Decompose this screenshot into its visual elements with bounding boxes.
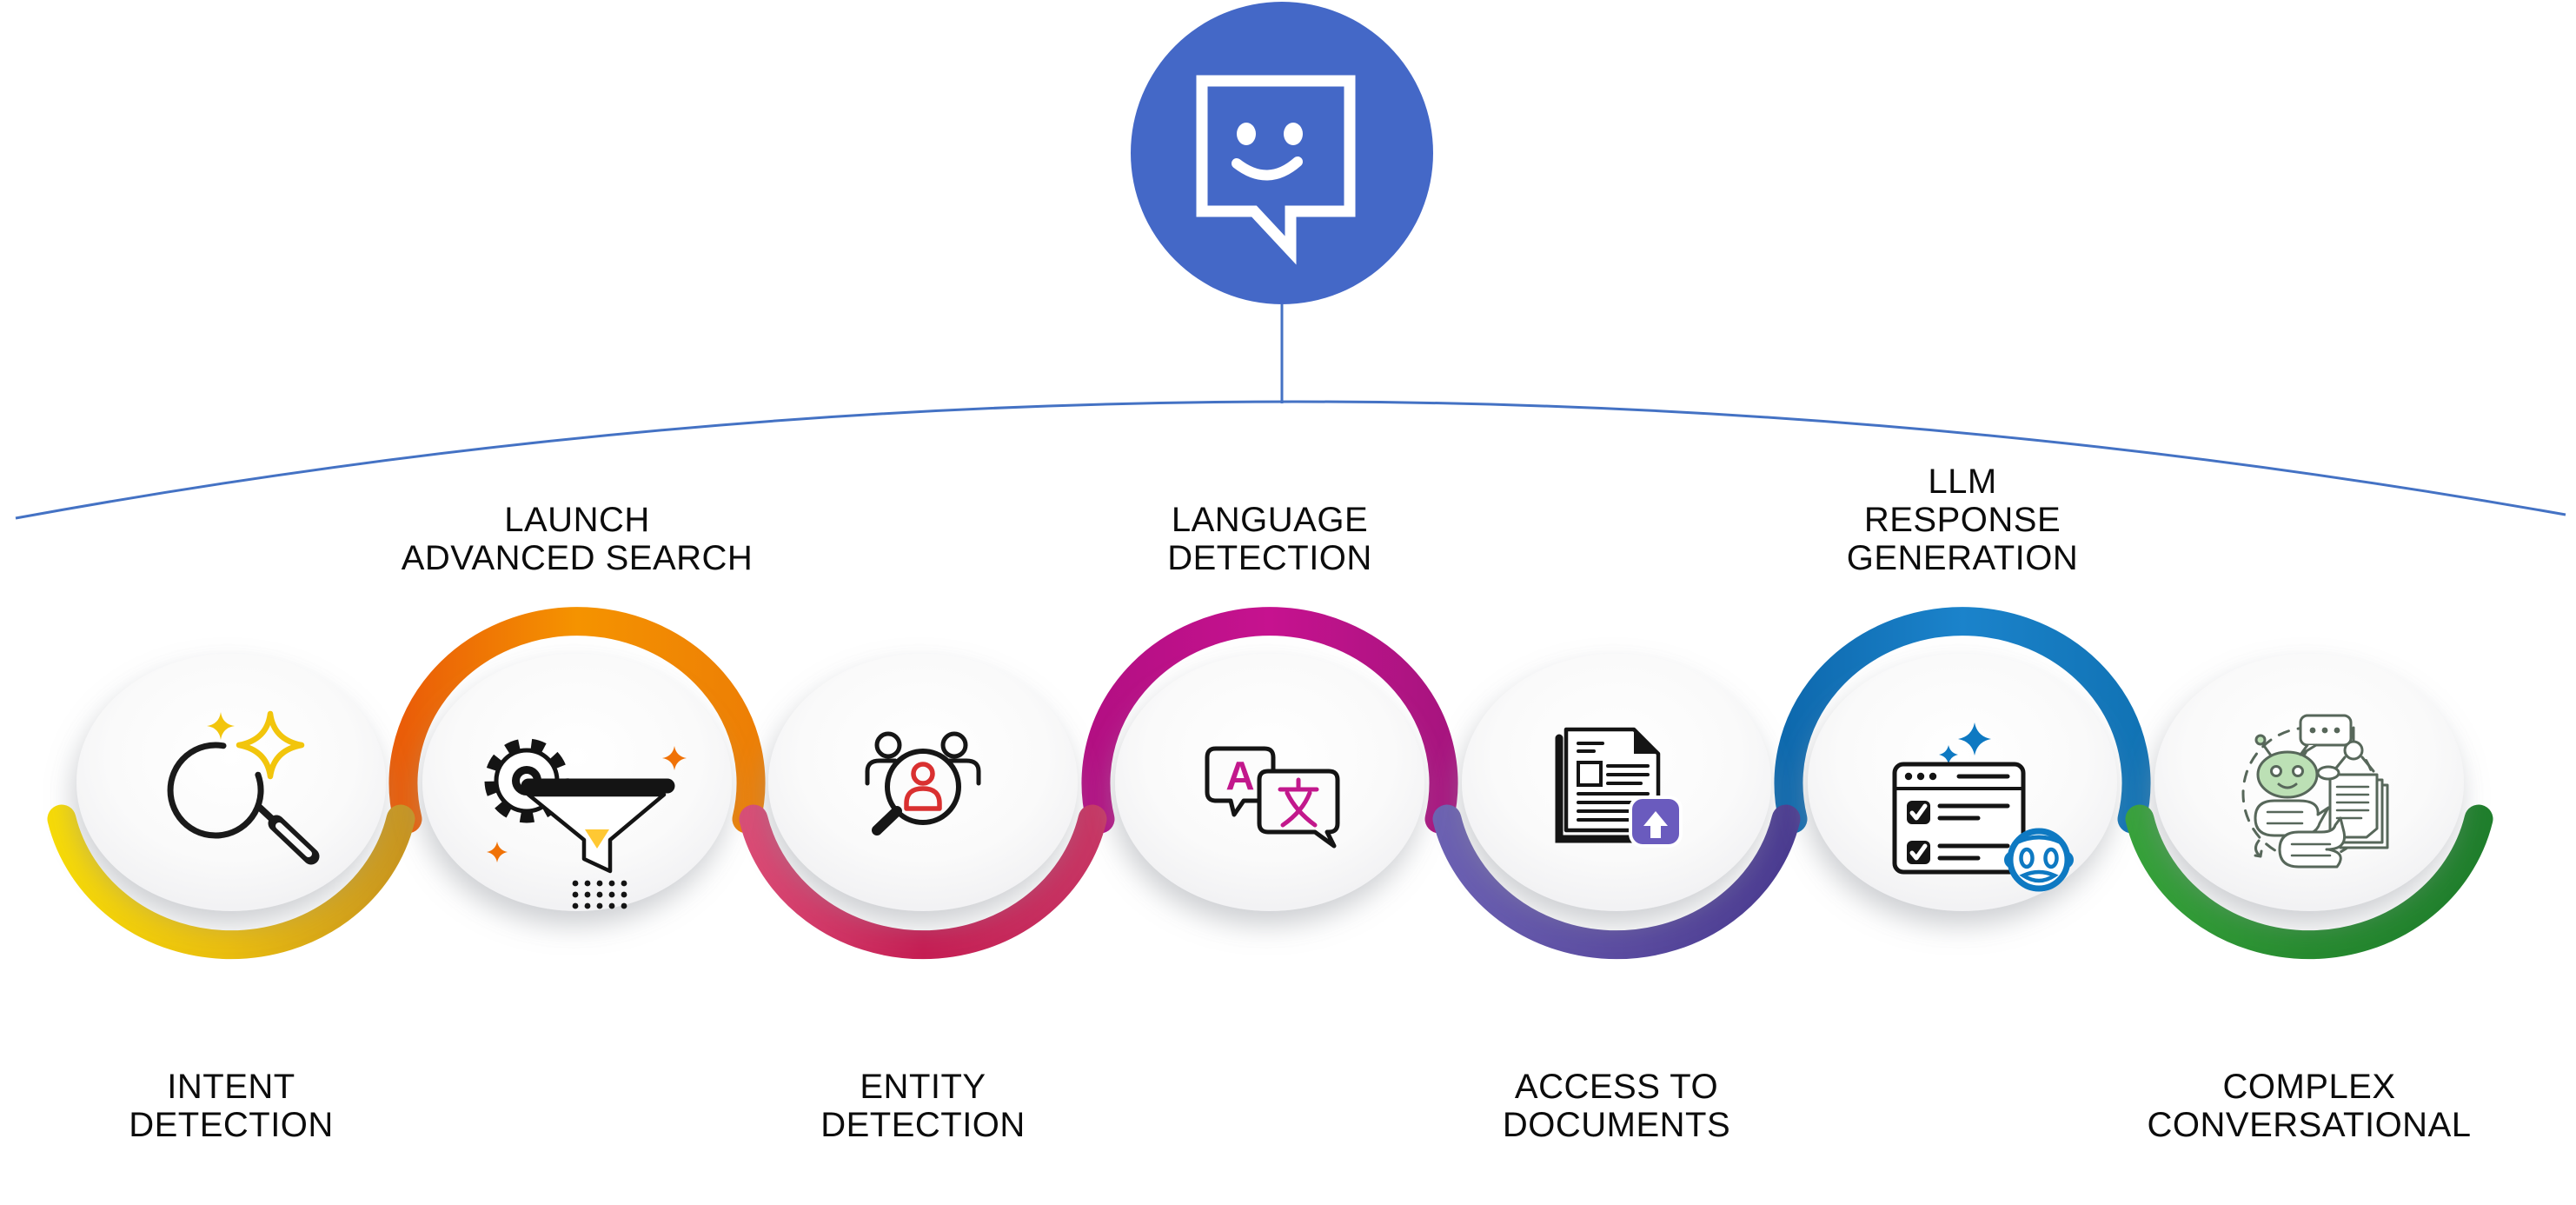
document-upload-icon bbox=[1555, 727, 1683, 848]
arc-intent-detection bbox=[47, 804, 415, 960]
chat-smiley-icon bbox=[1196, 75, 1356, 265]
translate-bubbles-icon: A bbox=[1205, 746, 1340, 849]
label-line: LAUNCH bbox=[504, 501, 650, 539]
label-line: INTENT bbox=[167, 1068, 295, 1106]
cjk-glyph bbox=[1278, 777, 1319, 828]
typing-bubble-icon bbox=[2299, 714, 2353, 756]
label-launch-advanced-search: LAUNCH ADVANCED SEARCH bbox=[351, 501, 803, 577]
cloud-icon bbox=[2316, 765, 2340, 781]
page-fold bbox=[1634, 729, 1658, 754]
arc-llm-response-generation bbox=[1774, 607, 2151, 834]
sparkle-magnifier-icon bbox=[167, 710, 320, 865]
chatbot-conversation-icon bbox=[2241, 714, 2389, 869]
chain-arcs bbox=[47, 607, 2493, 960]
dots-grid bbox=[572, 880, 627, 909]
node-circle-intent-detection bbox=[76, 654, 386, 911]
label-line: ACCESS TO bbox=[1514, 1068, 1719, 1106]
upload-badge-icon bbox=[1629, 796, 1683, 848]
chatbot-root bbox=[1131, 2, 1433, 304]
label-line: DOCUMENTS bbox=[1502, 1106, 1731, 1144]
label-line: DETECTION bbox=[820, 1106, 1026, 1144]
label-complex-conversational: COMPLEX CONVERSATIONAL bbox=[2083, 1068, 2535, 1144]
browser-dots bbox=[1904, 772, 1937, 781]
label-entity-detection: ENTITY DETECTION bbox=[697, 1068, 1149, 1144]
chatbot-circle bbox=[1131, 2, 1433, 304]
label-intent-detection: INTENT DETECTION bbox=[5, 1068, 457, 1144]
sparkle-large-icon bbox=[236, 710, 305, 780]
label-line: CONVERSATIONAL bbox=[2147, 1106, 2472, 1144]
doc-stack bbox=[2328, 773, 2389, 849]
down-arrow-icon bbox=[585, 805, 609, 849]
arc-entity-detection bbox=[739, 804, 1107, 960]
loop-arrow-icon bbox=[2254, 839, 2263, 858]
browser-checklist-robot-icon bbox=[1892, 722, 2074, 892]
people-magnifier-icon bbox=[865, 731, 981, 836]
label-access-to-documents: ACCESS TO DOCUMENTS bbox=[1391, 1068, 1842, 1144]
label-line: DETECTION bbox=[129, 1106, 334, 1144]
arc-launch-advanced-search bbox=[388, 607, 766, 834]
label-line: LANGUAGE bbox=[1171, 501, 1369, 539]
label-line: DETECTION bbox=[1167, 539, 1372, 577]
chat-bubbles bbox=[2254, 799, 2347, 869]
document-spine bbox=[1555, 734, 1637, 843]
person-figure bbox=[2332, 726, 2375, 773]
arc-complex-conversational bbox=[2125, 804, 2493, 960]
branch-curve bbox=[15, 400, 2566, 520]
sparkle-small-icon bbox=[1939, 745, 1958, 764]
sparkle-icon bbox=[487, 842, 508, 862]
sparkle-large-icon bbox=[1958, 722, 1991, 756]
label-line: ENTITY bbox=[860, 1068, 986, 1106]
letter-a: A bbox=[1225, 753, 1254, 798]
sparkle-small-icon bbox=[207, 712, 235, 740]
gear-funnel-icon bbox=[484, 738, 687, 909]
arc-access-to-documents bbox=[1432, 804, 1801, 960]
arc-language-detection bbox=[1081, 607, 1458, 834]
label-line: LLM bbox=[1928, 463, 1997, 501]
connector-lines bbox=[15, 304, 2566, 520]
label-line: ADVANCED SEARCH bbox=[401, 539, 754, 577]
label-language-detection: LANGUAGE DETECTION bbox=[1044, 501, 1496, 577]
sparkle-icon bbox=[662, 746, 687, 770]
magnifier-handle bbox=[872, 806, 902, 836]
robot-face-icon bbox=[2004, 828, 2074, 892]
label-line: GENERATION bbox=[1846, 539, 2079, 577]
label-line: RESPONSE bbox=[1863, 501, 2061, 539]
label-line: COMPLEX bbox=[2222, 1068, 2396, 1106]
person-highlight-icon bbox=[904, 762, 942, 811]
checklist bbox=[1907, 801, 2010, 864]
label-llm-response-generation: LLM RESPONSE GENERATION bbox=[1736, 463, 2188, 577]
